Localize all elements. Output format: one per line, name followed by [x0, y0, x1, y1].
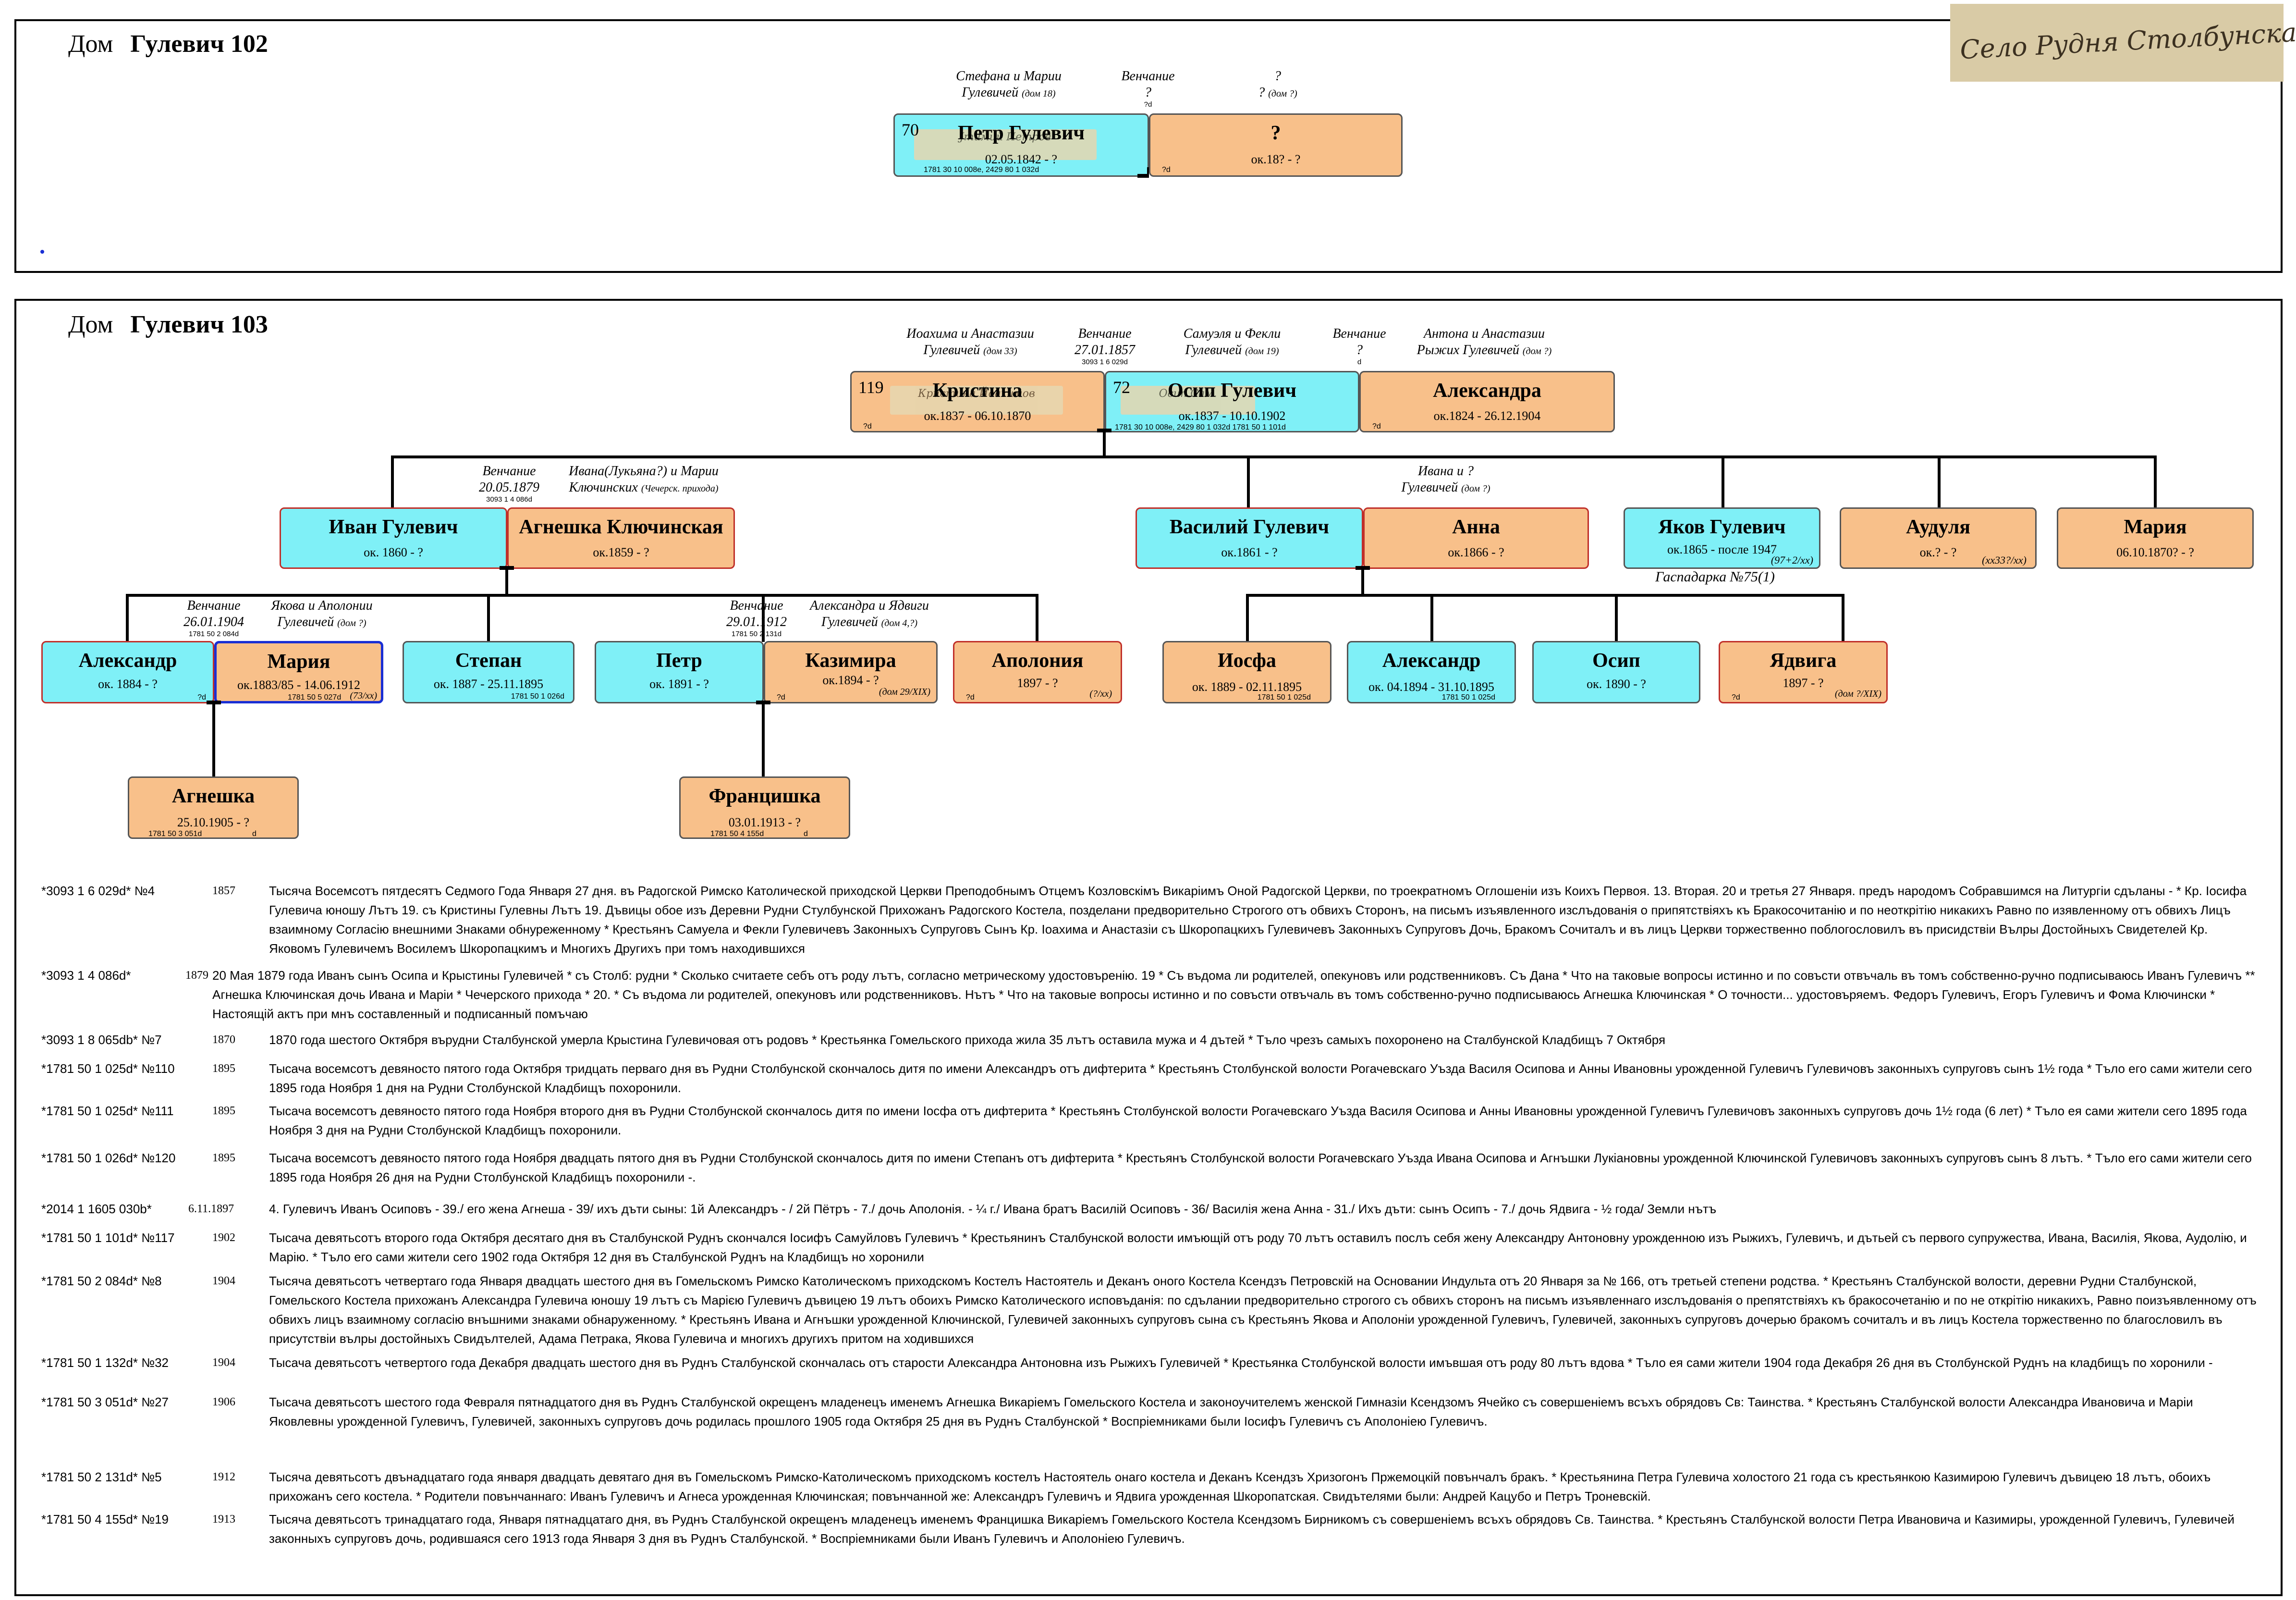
- connector: [1615, 594, 1618, 642]
- connector: [2154, 455, 2157, 508]
- connector: [762, 594, 765, 642]
- person-kazimira[interactable]: Казимира ок.1894 - ? (дом 29/XIX) ?d: [764, 641, 938, 703]
- person-iosfa[interactable]: Иосфа ок. 1889 - 02.11.1895 1781 50 1 02…: [1162, 641, 1331, 703]
- person-petr-wife[interactable]: ? ок.18? - ? ?d: [1149, 113, 1403, 177]
- person-vasiliy-gulevich[interactable]: Василий Гулевич ок.1861 - ?: [1136, 507, 1363, 569]
- village-stamp: Село Рудня Столбунска: [1950, 4, 2296, 82]
- connector: [126, 594, 129, 642]
- signature-image: Jтимий Петров: [914, 129, 1097, 160]
- person-mariya-1883[interactable]: Мария ок.1883/85 - 14.06.1912 1781 50 5 …: [214, 641, 383, 703]
- connector: [212, 703, 215, 777]
- person-aleksandr-1894[interactable]: Александр ок. 04.1894 - 31.10.1895 1781 …: [1347, 641, 1516, 703]
- connector: [1147, 167, 1149, 178]
- h103-wedding-2: Венчание?d: [1332, 326, 1386, 366]
- house-103-frame: [14, 299, 2283, 1596]
- connector: [1842, 594, 1844, 642]
- signature-image: Кристина Йоахимов: [890, 386, 1063, 415]
- person-osip-1890[interactable]: Осип ок. 1890 - ?: [1532, 641, 1700, 703]
- connector: [1430, 594, 1433, 642]
- connector: [391, 455, 394, 508]
- connector: [126, 594, 1038, 597]
- person-aleksandr-1884[interactable]: Александр ок. 1884 - ? ?d: [41, 641, 214, 703]
- person-apoloniya[interactable]: Аполония 1897 - ? (?/xx) ?d: [953, 641, 1122, 703]
- connector: [762, 703, 765, 777]
- person-aleksandra[interactable]: Александра ок.1824 - 26.12.1904 ?d: [1359, 371, 1615, 432]
- connector: [1361, 569, 1364, 594]
- h102-wedding: Венчание??d: [1121, 69, 1175, 109]
- h102-parents-wife: ?? (дом ?): [1258, 69, 1297, 100]
- connector: [1356, 566, 1370, 570]
- connector: [500, 566, 514, 570]
- person-ivan-gulevich[interactable]: Иван Гулевич ок. 1860 - ?: [280, 507, 507, 569]
- house-102-frame: [14, 19, 2283, 273]
- anna-parents: Ивана и ?Гулевичей (дом ?): [1401, 464, 1490, 495]
- person-mariya[interactable]: Мария 06.10.1870? - ?: [2057, 507, 2254, 569]
- person-yakov-gulevich[interactable]: Яков Гулевич ок.1865 - после 1947 (97+2/…: [1624, 507, 1820, 569]
- connector: [391, 455, 2157, 458]
- connector: [487, 594, 490, 642]
- person-yadviga[interactable]: Ядвига 1897 - ? (дом ?/XIX) ?d: [1719, 641, 1888, 703]
- person-agneshka-1905[interactable]: Агнешка 25.10.1905 - ? 1781 50 3 051d d: [128, 776, 299, 839]
- person-agneshka-klyuchinskaya[interactable]: Агнешка Ключинская ок.1859 - ?: [507, 507, 735, 569]
- person-frantsishka[interactable]: Францишка 03.01.1913 - ? 1781 50 4 155d …: [679, 776, 850, 839]
- connector: [1103, 432, 1106, 456]
- connector: [207, 701, 221, 704]
- connector: [1246, 594, 1844, 597]
- person-osip-gulevich[interactable]: Осип Сам. 72 Осип Гулевич ок.1837 - 10.1…: [1105, 371, 1359, 432]
- connector: [1036, 594, 1038, 642]
- person-audulya[interactable]: Аудуля ок.? - ? (xx33?/xx): [1840, 507, 2037, 569]
- marker-dot: [40, 250, 44, 254]
- person-petr-1891[interactable]: Петр ок. 1891 - ?: [595, 641, 764, 703]
- connector: [756, 701, 770, 704]
- connector: [505, 569, 508, 594]
- connector: [1722, 455, 1724, 508]
- connector: [1246, 594, 1249, 642]
- connector: [1097, 429, 1111, 432]
- connector: [1938, 455, 1941, 508]
- signature-image: Осип Сам.: [1121, 386, 1255, 415]
- person-petr-gulevich[interactable]: Jтимий Петров 70 Петр Гулевич 02.05.1842…: [893, 113, 1149, 177]
- connector: [1247, 455, 1250, 508]
- person-stepan[interactable]: Степан ок. 1887 - 25.11.1895 1781 50 1 0…: [403, 641, 574, 703]
- person-kristina[interactable]: Кристина Йоахимов 119 Кристина ок.1837 -…: [850, 371, 1105, 432]
- yakov-household: Гаспадарка №75(1): [1655, 569, 1775, 585]
- person-anna[interactable]: Анна ок.1866 - ?: [1363, 507, 1589, 569]
- connector: [1137, 174, 1149, 178]
